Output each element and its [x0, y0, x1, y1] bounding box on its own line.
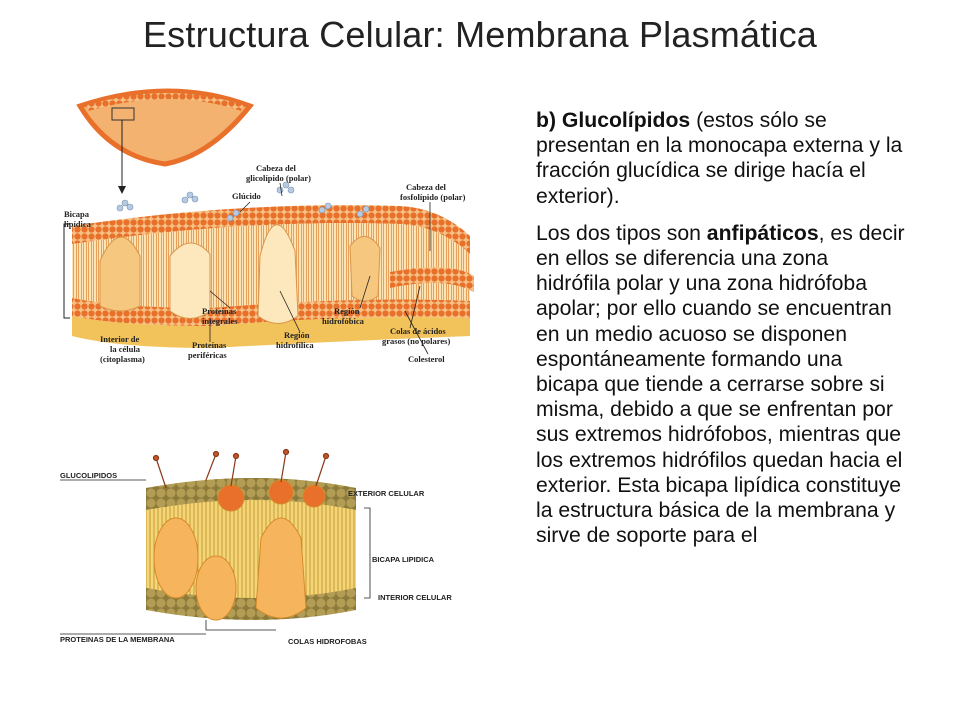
- proteins-bracket: [205, 620, 276, 631]
- label-colas-2: grasos (no polares): [382, 336, 450, 346]
- glucid-chains: [116, 181, 370, 222]
- anfipaticos-term: anfipáticos: [706, 221, 819, 245]
- label-proteinas-integrales: Proteínas: [202, 306, 237, 316]
- glucolipid-chains: [152, 448, 330, 489]
- figure1-labels: Bicapa lipídica Cabeza del glicolípido (…: [64, 163, 466, 364]
- glucolipid-proteins: [153, 479, 326, 621]
- label-cabeza-glicolipido-2: glicolípido (polar): [246, 173, 311, 183]
- body-text: b) Glucolípidos (estos sólo se presentan…: [536, 108, 908, 560]
- glucolipidos-description: (estos sólo se presentan en la monocapa …: [536, 109, 903, 208]
- label-cabeza-fosfolipido-2: fosfolípido (polar): [400, 192, 466, 202]
- anfipaticos-description: , es decir en ellos se diferencia una zo…: [536, 221, 905, 548]
- label-glucido: Glúcido: [232, 191, 261, 201]
- figure2-labels: GLUCOLIPIDOS EXTERIOR CELULAR BICAPA LIP…: [60, 471, 452, 646]
- label-proteinas-perifericas: Proteínas: [192, 340, 227, 350]
- figure1-leader-lines: [209, 182, 431, 355]
- label-colas: Colas de ácidos: [390, 326, 446, 336]
- label-proteinas-integrales-2: integrales: [202, 316, 238, 326]
- label-interior-3: (citoplasma): [100, 354, 145, 364]
- paragraph-glucolipidos: b) Glucolípidos (estos sólo se presentan…: [536, 108, 908, 209]
- label-interior-celular: INTERIOR CELULAR: [378, 593, 452, 602]
- bicapa-bracket: [63, 223, 70, 319]
- paragraph-anfipaticos: Los dos tipos son anfipáticos, es decir …: [536, 221, 908, 549]
- label-bicapa-lipidica: BICAPA LIPIDICA: [372, 555, 435, 564]
- label-proteinas-membrana: PROTEINAS DE LA MEMBRANA: [60, 635, 175, 644]
- vesicle: [76, 88, 255, 194]
- membrane-diagram-2: GLUCOLIPIDOS EXTERIOR CELULAR BICAPA LIP…: [60, 448, 452, 646]
- label-region-hidrofobica-2: hidrofóbica: [322, 316, 365, 326]
- label-region-hidrofobica: Región: [334, 306, 360, 316]
- label-proteinas-perifericas-2: periféricas: [188, 350, 227, 360]
- label-colesterol: Colesterol: [408, 354, 445, 364]
- label-cabeza-fosfolipido: Cabeza del: [406, 182, 447, 192]
- label-region-hidrofilica-2: hidrofílica: [276, 340, 314, 350]
- figure2-leader-lines: [60, 479, 206, 635]
- label-bicapa-2: lipídica: [64, 219, 92, 229]
- glucolipidos-heading: b) Glucolípidos: [536, 109, 691, 132]
- label-colas-hidrofobas: COLAS HIDROFOBAS: [288, 637, 367, 646]
- label-exterior-celular: EXTERIOR CELULAR: [348, 489, 425, 498]
- label-interior-2: la célula: [110, 344, 141, 354]
- membrane-diagram-1: Bicapa lipídica Cabeza del glicolípido (…: [63, 88, 474, 364]
- label-bicapa: Bicapa: [64, 209, 90, 219]
- bicapa-bracket-2: [364, 507, 371, 599]
- label-interior: Interior de: [100, 334, 139, 344]
- label-glucolipidos: GLUCOLIPIDOS: [60, 471, 117, 480]
- slide-title: Estructura Celular: Membrana Plasmática: [142, 14, 818, 55]
- label-cabeza-glicolipido: Cabeza del: [256, 163, 297, 173]
- integral-proteins: [99, 224, 381, 324]
- anfipaticos-lead: Los dos tipos son: [536, 221, 707, 245]
- label-region-hidrofilica: Región: [284, 330, 310, 340]
